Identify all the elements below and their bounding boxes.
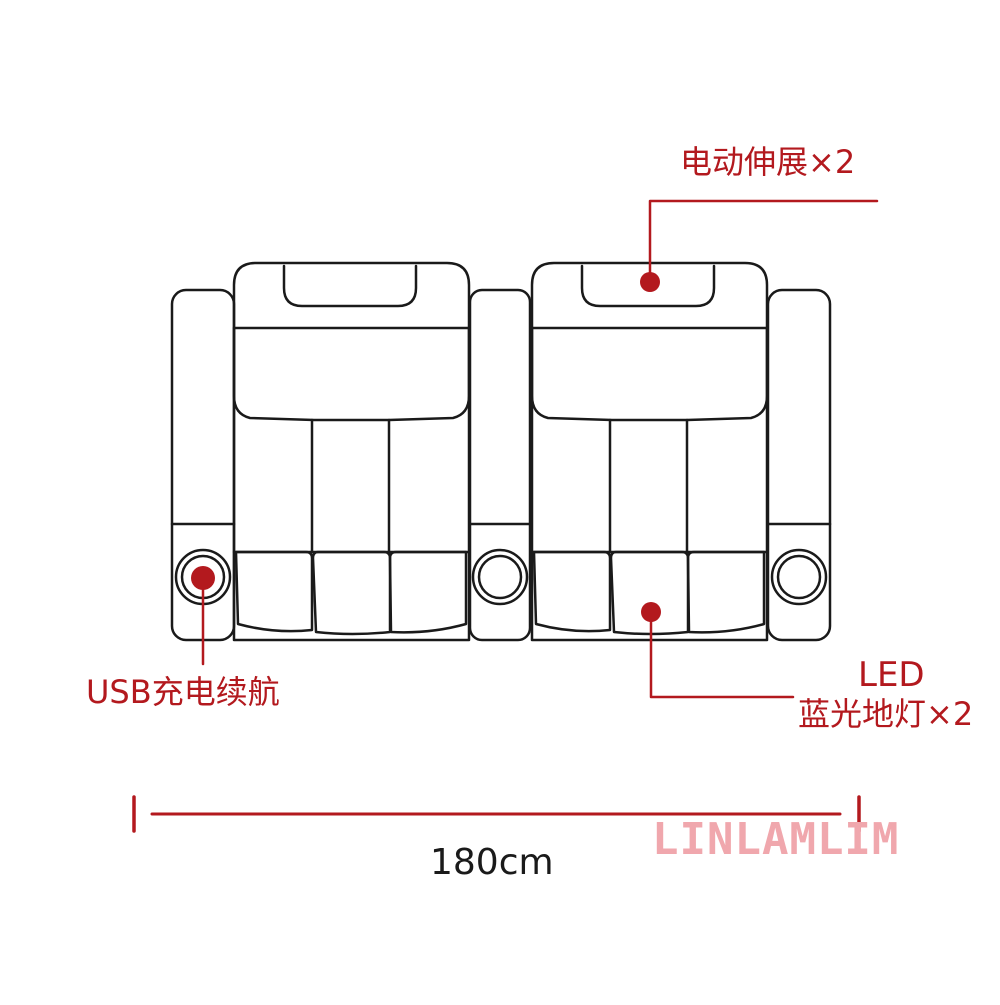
led-leader-line bbox=[649, 610, 795, 699]
watermark: LINLAMLIM bbox=[652, 814, 900, 865]
left-backrest-cushion bbox=[232, 326, 471, 422]
right-footrest-c bbox=[686, 550, 766, 634]
left-headrest bbox=[282, 264, 418, 308]
right-seat-outline bbox=[530, 261, 769, 642]
extension-leader-line bbox=[648, 199, 879, 284]
left-footrest-b bbox=[311, 550, 392, 636]
left-seat bbox=[232, 261, 471, 642]
led-label: LED bbox=[858, 655, 925, 695]
right-seat bbox=[530, 261, 769, 642]
right-backrest-cushion bbox=[530, 326, 769, 422]
left-footrest-a bbox=[234, 550, 314, 633]
extension-marker-dot bbox=[640, 272, 660, 292]
usb-marker-dot bbox=[191, 566, 215, 590]
middle-arm bbox=[468, 288, 532, 642]
blue-floor-light-label: 蓝光地灯×2 bbox=[798, 695, 974, 733]
right-cup-holder-inner bbox=[776, 554, 822, 600]
width-dimension-label: 180cm bbox=[430, 842, 554, 883]
left-seat-outline bbox=[232, 261, 471, 642]
led-marker-dot bbox=[641, 602, 661, 622]
right-arm bbox=[766, 288, 832, 642]
right-footrest-a bbox=[532, 550, 612, 633]
middle-cup-holder-inner bbox=[477, 554, 523, 600]
usb-charging-label: USB充电续航 bbox=[86, 673, 280, 711]
left-footrest-c bbox=[388, 550, 468, 634]
power-extension-label: 电动伸展×2 bbox=[680, 143, 856, 181]
middle-cup-holder bbox=[471, 548, 529, 606]
right-headrest bbox=[580, 264, 716, 308]
right-footrest-b bbox=[609, 550, 690, 636]
right-cup-holder bbox=[770, 548, 828, 606]
